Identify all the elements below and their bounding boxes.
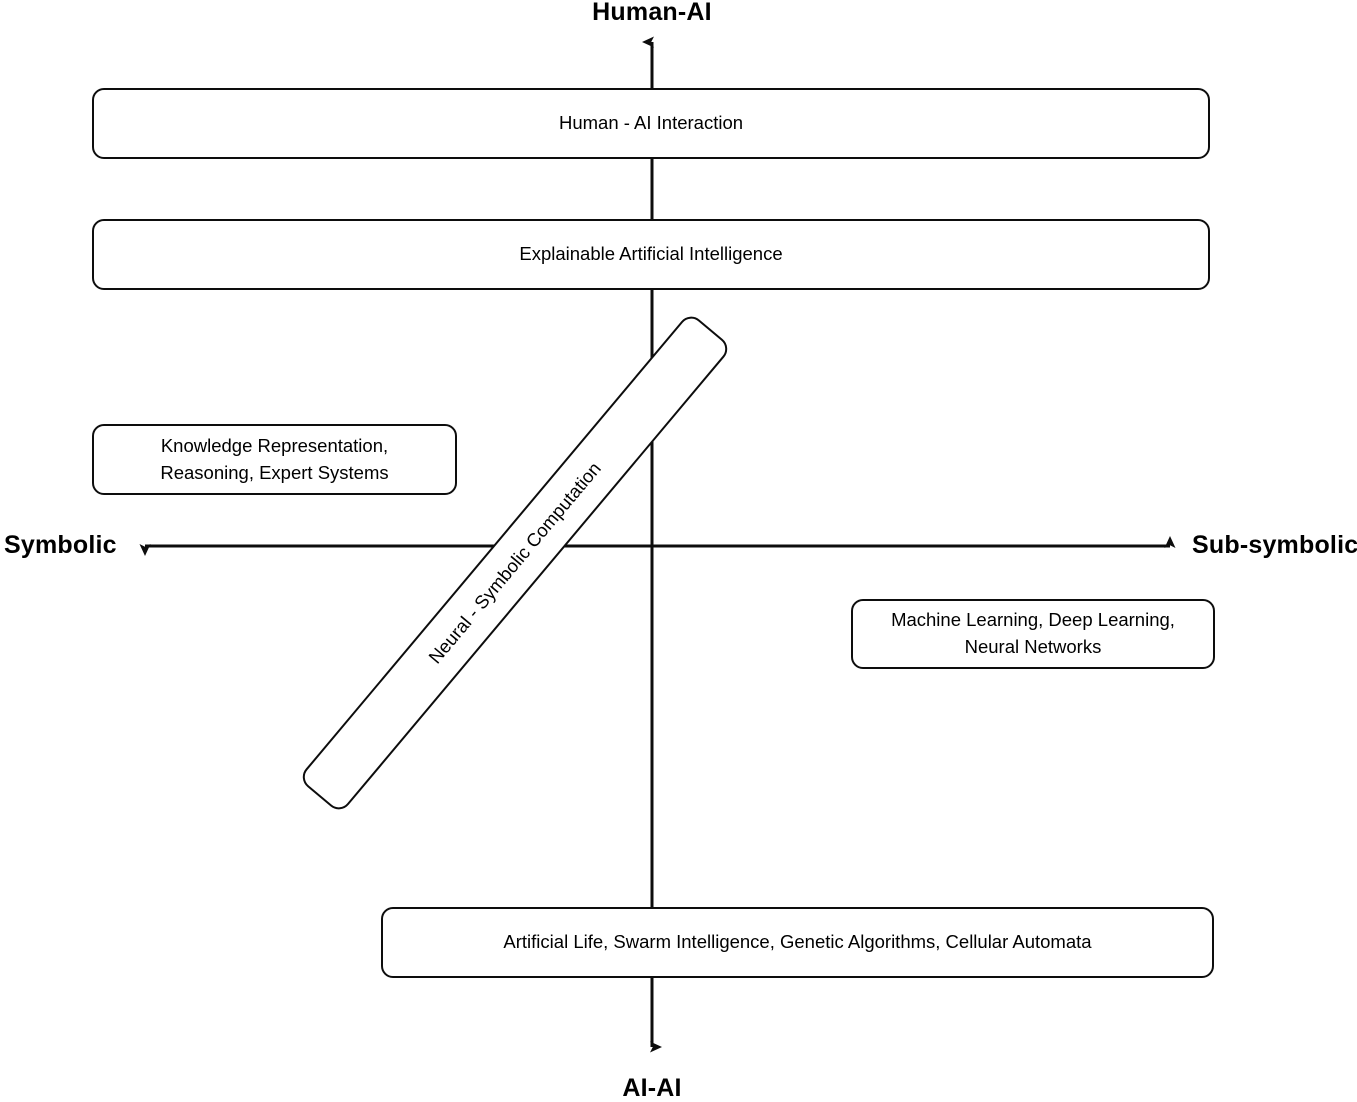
axis-label-ai-ai: AI-AI [622,1074,682,1102]
box-machine-learning: Machine Learning, Deep Learning, Neural … [851,599,1215,669]
box-label-line-2: Reasoning, Expert Systems [160,461,389,483]
axis-label-symbolic: Symbolic [4,531,117,559]
axis-label-human-ai: Human-AI [592,0,712,26]
box-label-artificial-life: Artificial Life, Swarm Intelligence, Gen… [503,931,1092,953]
box-label-line-2: Neural Networks [964,636,1102,657]
box-label-machine-learning: Machine Learning, Deep Learning, Neural … [891,607,1175,661]
box-label-knowledge-representation: Knowledge Representation, Reasoning, Exp… [160,433,388,487]
box-label-line-1: Knowledge Representation, [160,434,389,456]
box-human-ai-interaction: Human - AI Interaction [92,88,1210,159]
box-artificial-life: Artificial Life, Swarm Intelligence, Gen… [381,907,1214,978]
box-explainable-ai: Explainable Artificial Intelligence [92,219,1210,290]
box-label-line-1: Machine Learning, Deep Learning, [891,609,1175,631]
box-knowledge-representation: Knowledge Representation, Reasoning, Exp… [92,424,457,495]
box-label-human-ai-interaction: Human - AI Interaction [558,112,744,134]
axis-label-sub-symbolic: Sub-symbolic [1192,531,1357,559]
box-label-explainable-ai: Explainable Artificial Intelligence [519,243,783,265]
